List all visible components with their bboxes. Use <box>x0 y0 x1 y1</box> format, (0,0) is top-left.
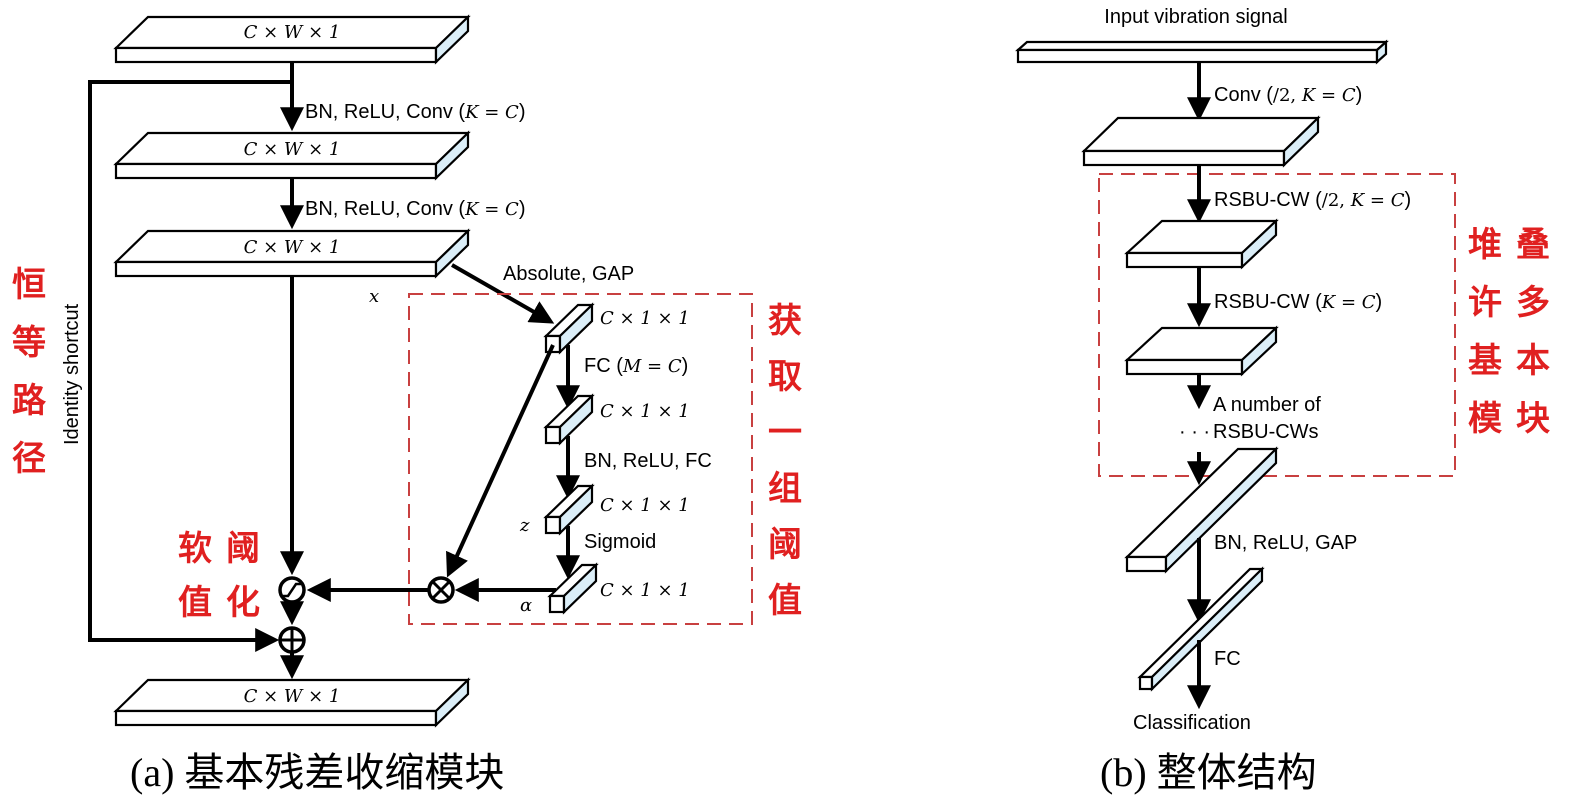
step-fc1-label: FC (M = C) <box>584 355 688 377</box>
annotation-stack-blocks: 堆 叠 许 多 基 本 模 块 <box>1468 225 1550 439</box>
ellipsis: · · · <box>1179 421 1210 443</box>
vector-label: C × 1 × 1 <box>600 495 690 516</box>
multiply-op <box>427 576 455 604</box>
tensor-label: C × W × 1 <box>244 686 341 707</box>
feature-map-rsbu2 <box>1124 325 1279 377</box>
svg-text:恒: 恒 <box>12 265 46 305</box>
arrow-abs-gap <box>451 263 555 324</box>
soft-threshold-op <box>278 576 306 604</box>
svg-text:基: 基 <box>1468 341 1502 381</box>
svg-text:径: 径 <box>12 439 46 479</box>
annotation-get-thresholds: 获 取 一 组 阈 值 <box>768 301 802 621</box>
arrow-gap-to-multiply <box>446 344 555 578</box>
step-sigmoid-label: Sigmoid <box>584 531 656 553</box>
step-rsbu2-label: RSBU-CW (K = C) <box>1214 291 1382 313</box>
svg-text:化: 化 <box>226 583 260 623</box>
feature-map-last <box>1124 446 1279 574</box>
step-conv-label: Conv (/2, K = C) <box>1214 84 1362 106</box>
svg-text:块: 块 <box>1516 399 1550 439</box>
svg-text:一: 一 <box>768 413 802 453</box>
step-fc2-label: BN, ReLU, FC <box>584 450 712 472</box>
tensor-input: C × W × 1 <box>113 14 471 65</box>
identity-shortcut-line <box>88 62 294 652</box>
svg-text:本: 本 <box>1516 341 1550 381</box>
symbol-x: x <box>369 286 379 307</box>
annotation-soft-threshold: 软 阈 值 化 <box>178 529 260 623</box>
caption-a: (a) 基本残差收缩模块 <box>130 750 504 795</box>
output-label: Classification <box>1133 712 1251 734</box>
svg-text:阈: 阈 <box>226 529 260 569</box>
svg-text:许: 许 <box>1468 283 1502 323</box>
step-many-label-2: RSBU-CWs <box>1213 421 1319 443</box>
input-label: Input vibration signal <box>1104 6 1287 28</box>
panel-a: C × W × 1 Identity shortcut BN, ReLU, Co… <box>12 14 802 795</box>
tensor-output: C × W × 1 <box>113 677 471 728</box>
vector-fc <box>1137 566 1265 692</box>
svg-text:路: 路 <box>12 381 47 421</box>
panel-b: Input vibration signal Conv (/2, K = C) … <box>1015 6 1550 795</box>
svg-text:值: 值 <box>768 581 802 621</box>
step-abs-gap-label: Absolute, GAP <box>503 263 634 285</box>
vector-label: C × 1 × 1 <box>600 401 690 422</box>
symbol-alpha: α <box>520 595 532 616</box>
tensor-label: C × W × 1 <box>244 139 341 160</box>
threshold-subnet-box <box>408 293 753 625</box>
svg-text:等: 等 <box>12 323 46 363</box>
svg-text:阈: 阈 <box>768 525 802 565</box>
svg-text:软: 软 <box>178 529 212 569</box>
annotation-identity-path: 恒 等 路 径 <box>12 265 47 479</box>
vector-z <box>543 483 595 536</box>
feature-map-rsbu1 <box>1124 218 1279 270</box>
vector-fc1 <box>543 393 595 446</box>
caption-b: (b) 整体结构 <box>1100 750 1317 795</box>
step-conv1-label: BN, ReLU, Conv (K = C) <box>305 101 526 123</box>
feature-map-conv <box>1081 115 1321 168</box>
input-signal-box <box>1015 39 1389 65</box>
svg-text:值: 值 <box>178 583 212 623</box>
vector-gap <box>543 302 595 355</box>
svg-text:堆: 堆 <box>1468 225 1502 265</box>
step-bn-relu-gap-label: BN, ReLU, GAP <box>1214 532 1357 554</box>
tensor-x: C × W × 1 <box>113 228 471 279</box>
vector-label: C × 1 × 1 <box>600 580 690 601</box>
svg-text:多: 多 <box>1516 283 1550 323</box>
svg-text:组: 组 <box>768 469 802 509</box>
stacked-blocks-box <box>1098 173 1456 477</box>
step-conv2-label: BN, ReLU, Conv (K = C) <box>305 198 526 220</box>
identity-shortcut-label: Identity shortcut <box>61 303 83 445</box>
step-rsbu1-label: RSBU-CW (/2, K = C) <box>1214 189 1411 211</box>
symbol-z: z <box>519 515 530 536</box>
add-op <box>278 626 306 654</box>
step-fc-label: FC <box>1214 648 1241 670</box>
svg-text:叠: 叠 <box>1516 225 1550 265</box>
vector-label: C × 1 × 1 <box>600 308 690 329</box>
tensor-conv1: C × W × 1 <box>113 130 471 181</box>
svg-text:模: 模 <box>1468 399 1502 439</box>
tensor-label: C × W × 1 <box>244 22 341 43</box>
step-many-label-1: A number of <box>1213 394 1321 416</box>
svg-text:取: 取 <box>768 357 802 397</box>
tensor-label: C × W × 1 <box>244 237 341 258</box>
svg-text:获: 获 <box>768 301 802 341</box>
vector-alpha <box>547 562 599 615</box>
